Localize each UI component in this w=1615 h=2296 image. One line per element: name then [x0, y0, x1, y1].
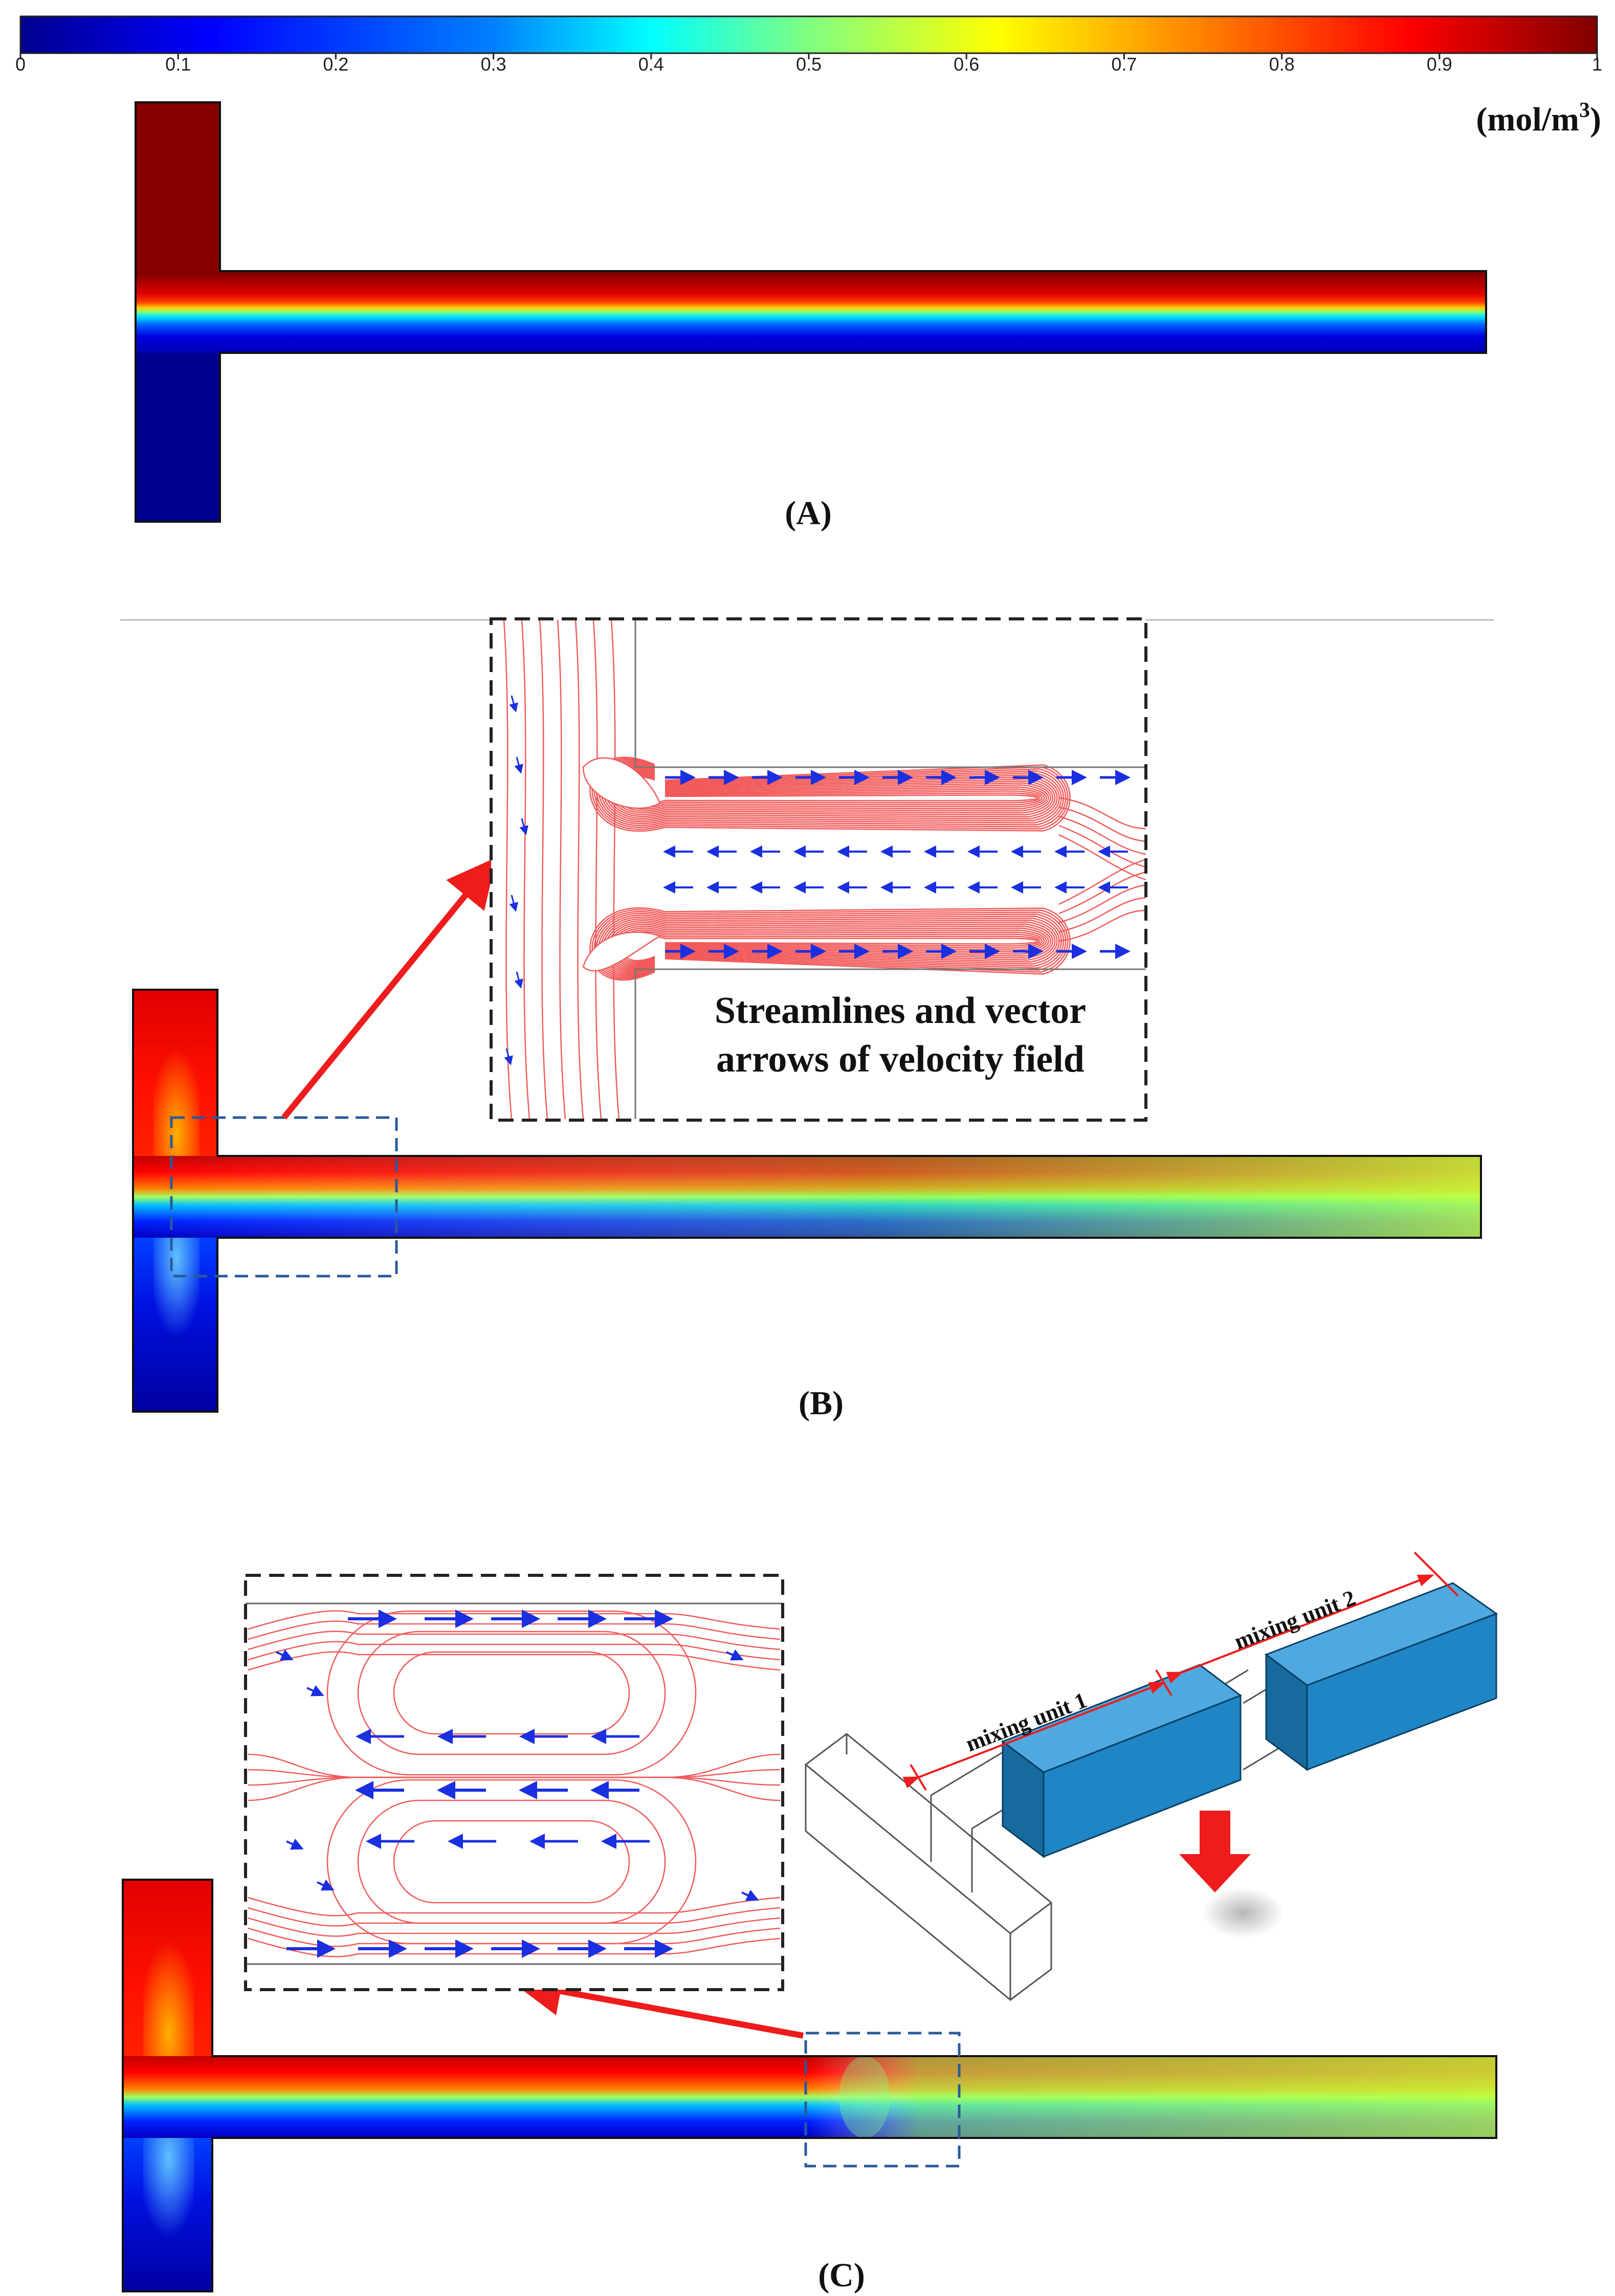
panel-b-outline [132, 989, 1482, 1413]
panel-b-streamlines [503, 619, 1146, 1120]
velocity-vector [504, 1048, 513, 1065]
colorbar-tick-label: 0.9 [1427, 54, 1452, 75]
panel-c-streamlines [248, 1610, 781, 1957]
velocity-vector [286, 1838, 304, 1850]
panel-a-inlet-bottom [136, 353, 220, 522]
panel-b-pointer-arrow [281, 857, 497, 1120]
colorbar-tick-label: 0.1 [165, 54, 191, 75]
panel-a-main-channel [136, 271, 1486, 353]
velocity-vector [276, 1649, 294, 1661]
colorbar-tick-label: 0.5 [796, 54, 822, 75]
panel-c-velocity-vectors [276, 1610, 759, 1958]
mixer-3d-diagram: mixing unit 1 mixing unit 2 [804, 1551, 1498, 2002]
panel-c-inset-frame [244, 1574, 784, 1991]
panel-c-inset [244, 1574, 784, 1991]
colorbar-tick-label: 0.8 [1269, 54, 1295, 75]
colorbar: 0 0.1 0.2 0.3 0.4 0.5 0.6 0.7 0.8 0.9 1 (mol/m3) [15, 15, 1602, 138]
colorbar-tick-label: 0.2 [323, 54, 348, 75]
panel-b-inset-caption-line2: arrows of velocity field [716, 1038, 1085, 1080]
colorbar-ticks: 0 0.1 0.2 0.3 0.4 0.5 0.6 0.7 0.8 0.9 1 [15, 53, 1602, 75]
panel-a-outline [135, 101, 1487, 523]
mixing-unit-1-dimension [902, 1682, 1166, 1789]
panel-c-pointer-arrow [512, 1967, 804, 2039]
panel-a: (A) [135, 101, 1487, 532]
panel-b: Streamlines and vector arrows of velocit… [132, 617, 1482, 1422]
colorbar-tick-label: 0.6 [954, 54, 979, 75]
velocity-vector [741, 1889, 759, 1901]
colorbar-unit: (mol/m3) [1476, 99, 1601, 138]
velocity-vector [519, 818, 528, 835]
panel-c-label: (C) [818, 2257, 865, 2294]
panel-b-velocity-vectors [504, 695, 1131, 1065]
colorbar-tick-label: 0 [15, 54, 26, 75]
colorbar-tick-label: 0.4 [638, 54, 664, 75]
panel-c-outline [122, 1879, 1497, 2292]
colorbar-tick-label: 0.7 [1111, 54, 1137, 75]
colorbar-tick-label: 0.3 [481, 54, 506, 75]
panel-b-label: (B) [799, 1385, 844, 1422]
panel-a-inlet-top [136, 102, 220, 271]
panel-c: mixing unit 1 mixing unit 2 (C) [122, 1551, 1498, 2294]
velocity-vector [514, 971, 523, 989]
velocity-vector [509, 895, 518, 912]
velocity-vector [509, 695, 518, 712]
mixing-unit-2-dimension [1166, 1574, 1434, 1684]
down-arrow-icon [1179, 1811, 1251, 1892]
colorbar-tick-label: 1 [1592, 54, 1602, 75]
panel-b-inset: Streamlines and vector arrows of velocit… [490, 617, 1147, 1122]
velocity-vector [726, 1649, 744, 1661]
velocity-vector [306, 1685, 324, 1697]
panel-a-label: (A) [785, 495, 832, 532]
panel-b-inset-frame [490, 617, 1147, 1122]
panel-b-inset-walls [634, 620, 1146, 1119]
panel-b-inset-caption-line1: Streamlines and vector [715, 990, 1086, 1032]
velocity-vector [514, 756, 523, 774]
velocity-vector [317, 1879, 335, 1891]
colorbar-gradient [19, 15, 1598, 54]
